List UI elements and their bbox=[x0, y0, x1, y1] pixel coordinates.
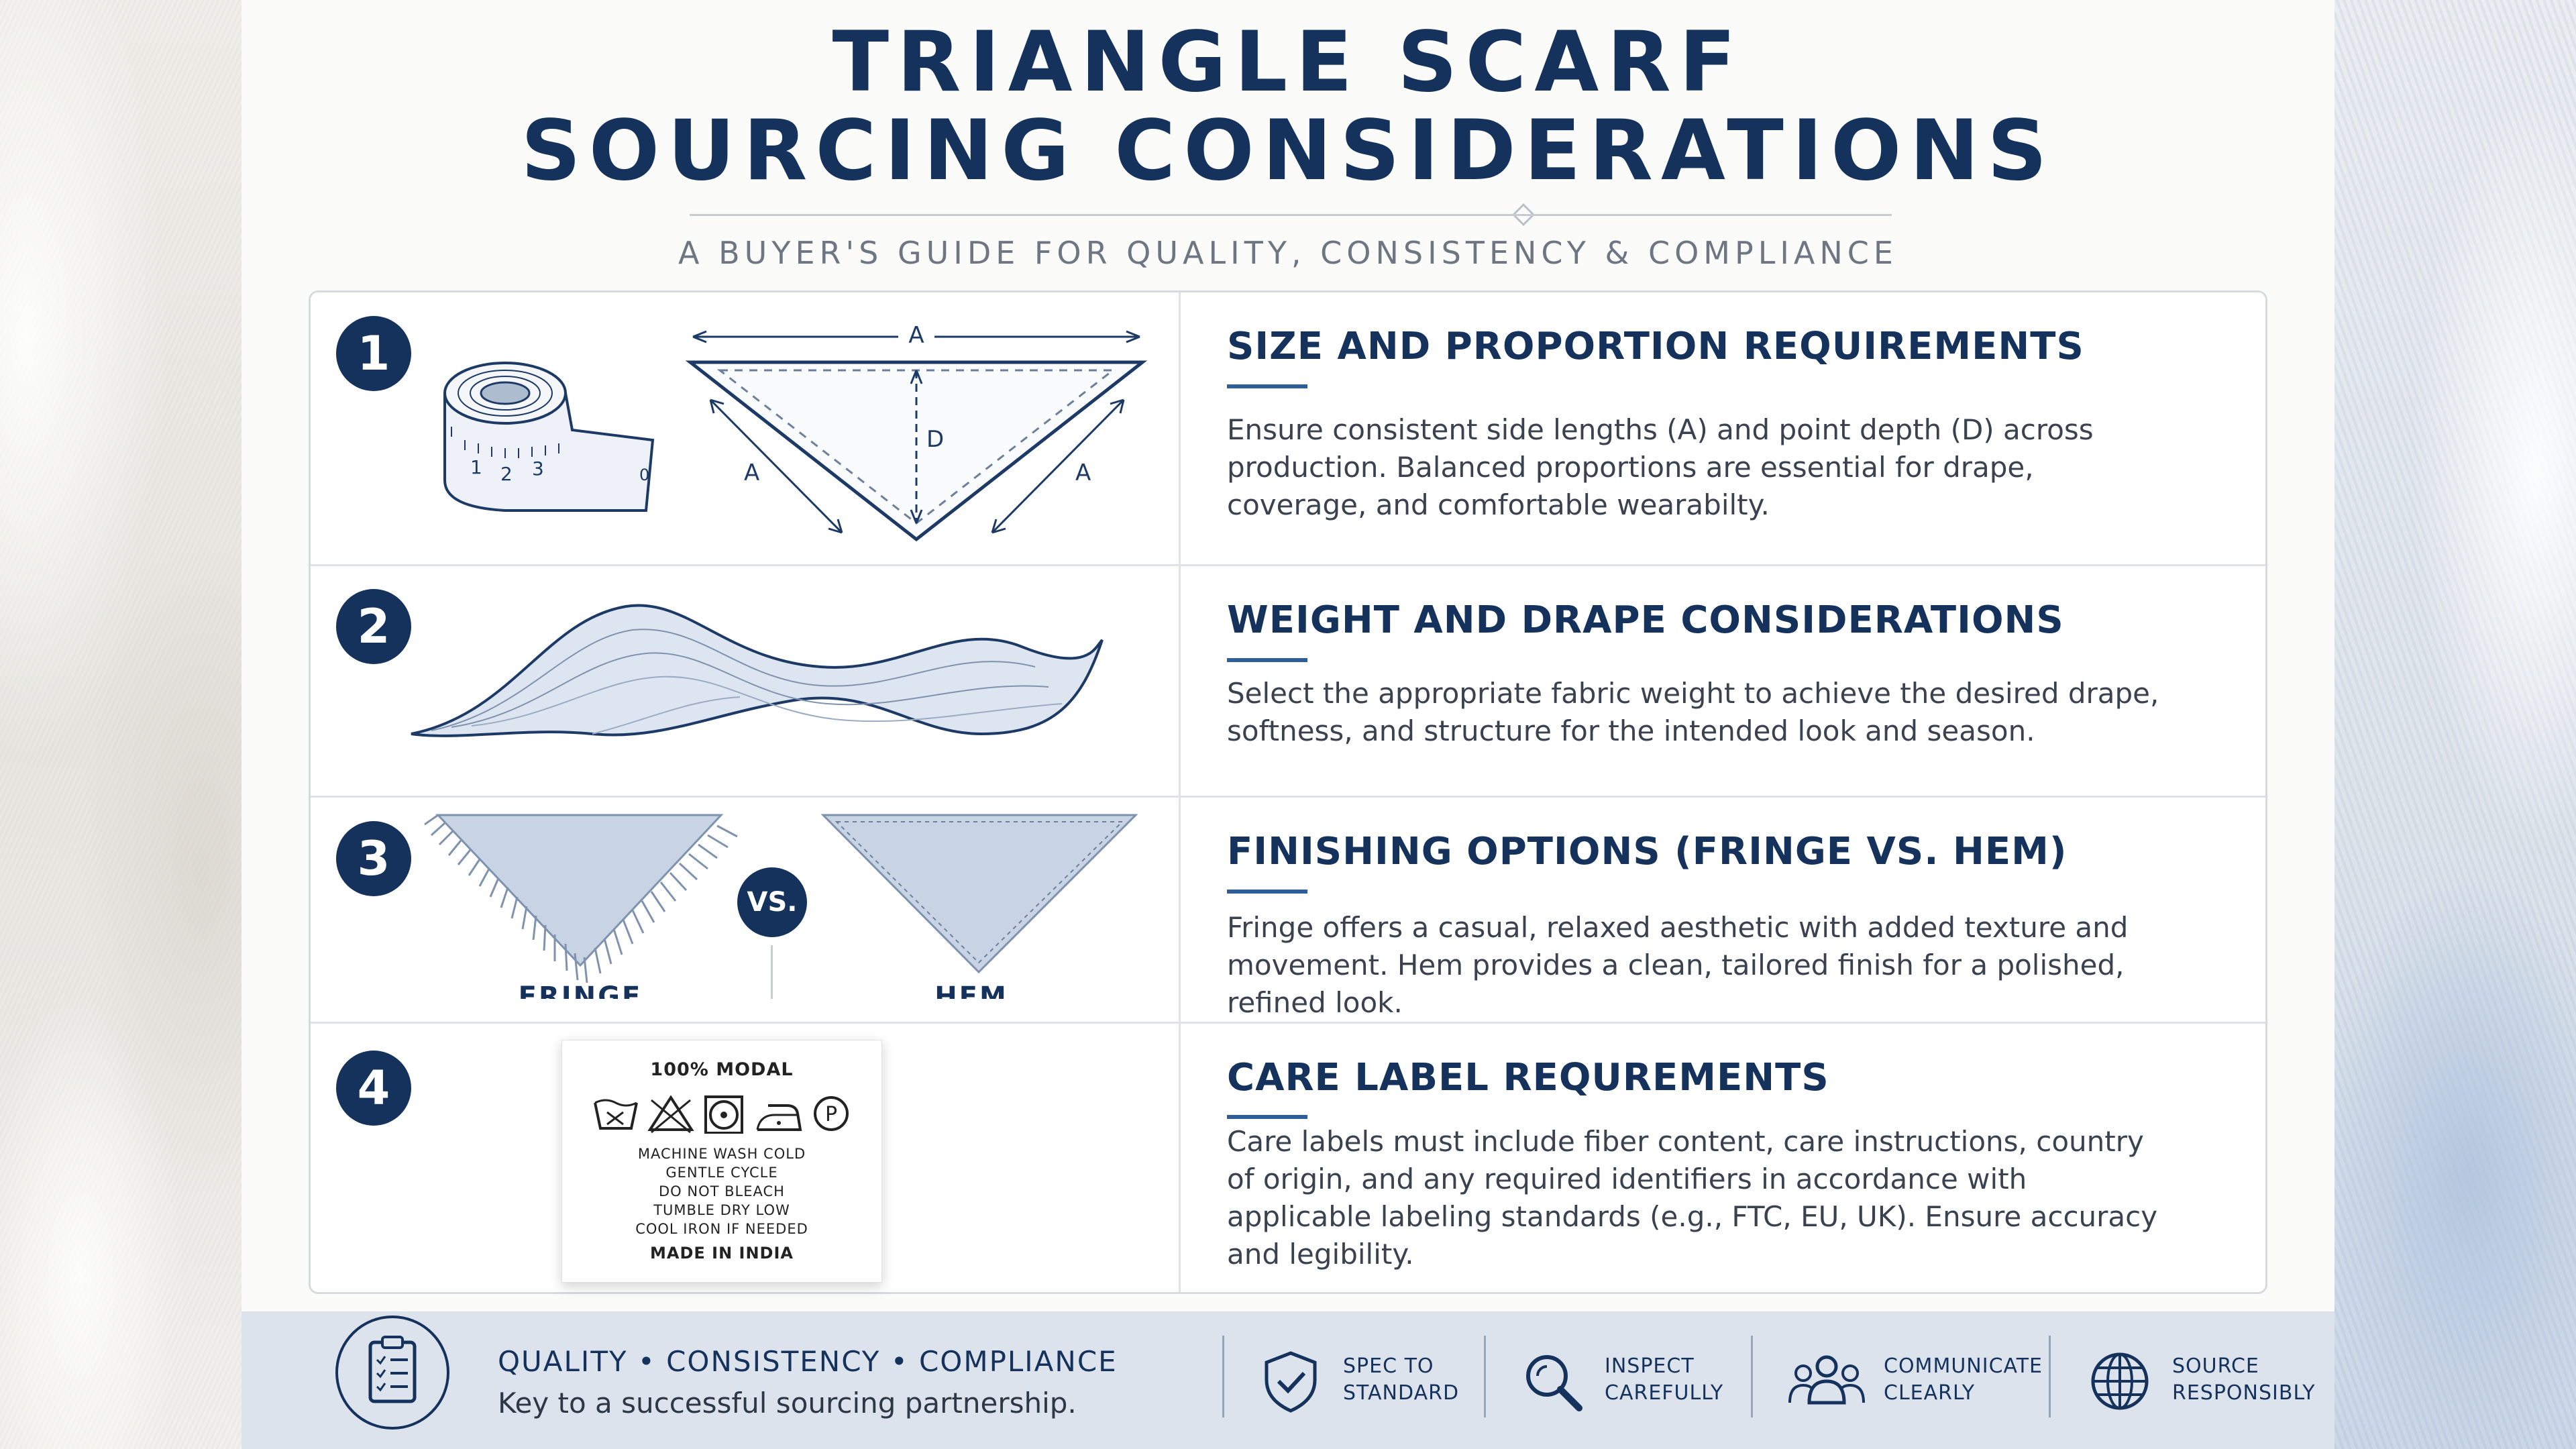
globe-icon bbox=[2091, 1352, 2149, 1410]
heading-accent-bar bbox=[1227, 890, 1307, 894]
care-symbols: P bbox=[594, 1095, 849, 1134]
triangle-proportion-diagram: A D A A bbox=[685, 319, 1148, 542]
vs-divider-line bbox=[771, 945, 773, 999]
subtitle: A BUYER'S GUIDE FOR QUALITY, CONSISTENCY… bbox=[678, 235, 1898, 271]
section-description: Ensure consistent side lengths (A) and p… bbox=[1227, 413, 2094, 521]
clipboard-checklist-icon bbox=[368, 1336, 417, 1403]
drape-fabric-illustration bbox=[411, 604, 1104, 737]
fringe-label: FRINGE bbox=[519, 981, 643, 999]
section-description: Fringe offers a casual, relaxed aestheti… bbox=[1227, 911, 2129, 1019]
finish-comparison-illustration: FRINGE HEM bbox=[424, 814, 1138, 999]
side-label-top: A bbox=[908, 322, 924, 349]
considerations-table: 1 1 2 3 0 bbox=[309, 290, 2267, 1294]
care-label-tag: 100% MODAL bbox=[561, 1040, 882, 1283]
magnifier-icon bbox=[1526, 1355, 1582, 1411]
care-instruction-line: MACHINE WASH COLD bbox=[637, 1146, 806, 1162]
dry-clean-p-icon: P bbox=[814, 1096, 849, 1131]
title-line-2: SOURCING CONSIDERATIONS bbox=[521, 103, 2055, 199]
care-instructions: MACHINE WASH COLD GENTLE CYCLE DO NOT BL… bbox=[562, 1144, 881, 1238]
footer-item-line1: COMMUNICATE bbox=[1884, 1354, 2043, 1378]
section-row-1: 1 1 2 3 0 bbox=[311, 292, 2265, 564]
care-instruction-line: TUMBLE DRY LOW bbox=[653, 1202, 790, 1218]
no-bleach-icon bbox=[647, 1095, 694, 1134]
section-heading: SIZE AND PROPORTION REQUIREMENTS bbox=[1227, 325, 2084, 368]
footer-item-line2: CLEARLY bbox=[1884, 1381, 1976, 1405]
footer-item-line2: RESPONSIBLY bbox=[2172, 1381, 2316, 1405]
people-icon bbox=[1788, 1355, 1865, 1405]
section-heading: CARE LABEL REQUREMENTS bbox=[1227, 1056, 1829, 1099]
size-diagram: 1 2 3 0 A D A bbox=[443, 319, 1148, 542]
column-divider bbox=[1179, 292, 1181, 1292]
section-row-4: 4 100% MODAL bbox=[311, 1022, 2265, 1292]
title-rule-left bbox=[690, 214, 1495, 216]
measuring-tape-icon: 1 2 3 0 bbox=[443, 362, 655, 512]
footer-tagline: QUALITY • CONSISTENCY • COMPLIANCE bbox=[498, 1345, 1118, 1378]
section-heading: WEIGHT AND DRAPE CONSIDERATIONS bbox=[1227, 598, 2064, 642]
tape-mark-1: 1 bbox=[470, 456, 482, 478]
heading-accent-bar bbox=[1227, 384, 1307, 388]
footer-item-line2: CAREFULLY bbox=[1605, 1381, 1724, 1405]
section-row-2: 2 WEIGHT AND DRAPE CONSIDERATIONS Select… bbox=[311, 564, 2265, 796]
section-description: Select the appropriate fabric weight to … bbox=[1227, 677, 2159, 747]
footer-separator bbox=[1222, 1336, 1224, 1417]
section-number-badge: 1 bbox=[336, 316, 411, 391]
depth-label: D bbox=[926, 426, 944, 453]
footer-item-label: COMMUNICATE CLEARLY bbox=[1884, 1353, 2045, 1407]
hem-label: HEM bbox=[934, 981, 1008, 999]
footer-item-line1: INSPECT bbox=[1605, 1354, 1695, 1378]
fabric-background-right bbox=[2334, 0, 2576, 1449]
title-line-1: TRIANGLE SCARF bbox=[832, 14, 1744, 111]
footer-item-label: SOURCE RESPONSIBLY bbox=[2172, 1353, 2333, 1407]
footer-bar: QUALITY • CONSISTENCY • COMPLIANCE Key t… bbox=[241, 1311, 2334, 1449]
side-label-left: A bbox=[744, 460, 759, 486]
footer-item-line1: SOURCE bbox=[2172, 1354, 2259, 1378]
wash-30-icon bbox=[594, 1099, 638, 1130]
footer-item-label: SPEC TO STANDARD bbox=[1343, 1353, 1504, 1407]
care-instruction-line: DO NOT BLEACH bbox=[659, 1183, 785, 1199]
section-number-badge: 2 bbox=[336, 589, 411, 664]
side-label-right: A bbox=[1075, 460, 1091, 486]
care-p-symbol: P bbox=[825, 1103, 837, 1126]
section-row-3: 3 FRINGE HEM VS. FINISHING OPTIONS (FRIN… bbox=[311, 796, 2265, 1022]
footer-item-label: INSPECT CAREFULLY bbox=[1605, 1353, 1766, 1407]
footer-separator bbox=[1751, 1336, 1753, 1417]
section-number-badge: 4 bbox=[336, 1051, 411, 1126]
section-description: Care labels must include fiber content, … bbox=[1227, 1125, 2158, 1271]
care-instruction-line: COOL IRON IF NEEDED bbox=[635, 1221, 808, 1237]
infographic-page: TRIANGLE SCARF SOURCING CONSIDERATIONS A… bbox=[241, 0, 2334, 1449]
heading-accent-bar bbox=[1227, 1115, 1307, 1119]
section-number-badge: 3 bbox=[336, 821, 411, 896]
clipboard-badge bbox=[335, 1316, 449, 1430]
vs-badge: VS. bbox=[737, 867, 807, 937]
care-instruction-line: GENTLE CYCLE bbox=[665, 1165, 778, 1181]
section-heading: FINISHING OPTIONS (FRINGE VS. HEM) bbox=[1227, 830, 2068, 873]
fabric-background-left bbox=[0, 0, 241, 1449]
care-label-origin: MADE IN INDIA bbox=[650, 1244, 794, 1263]
shield-check-icon bbox=[1265, 1351, 1317, 1413]
tumble-dry-icon bbox=[704, 1095, 743, 1134]
footer-separator bbox=[2049, 1336, 2051, 1417]
tape-mark-3: 3 bbox=[532, 458, 544, 480]
footer-separator bbox=[1484, 1336, 1486, 1417]
care-label-fiber: 100% MODAL bbox=[650, 1059, 794, 1080]
footer-subline: Key to a successful sourcing partnership… bbox=[498, 1387, 1077, 1419]
heading-accent-bar bbox=[1227, 658, 1307, 662]
hemmed-scarf-icon bbox=[820, 814, 1138, 974]
fringe-scarf-icon bbox=[424, 814, 738, 983]
flowing-scarf-icon bbox=[411, 604, 1104, 737]
tape-mark-0: 0 bbox=[639, 466, 649, 484]
iron-icon bbox=[756, 1104, 802, 1131]
footer-item-line1: SPEC TO bbox=[1343, 1354, 1434, 1378]
footer-item-line2: STANDARD bbox=[1343, 1381, 1460, 1405]
title-rule-right bbox=[1288, 214, 1892, 216]
tape-mark-2: 2 bbox=[500, 463, 513, 485]
